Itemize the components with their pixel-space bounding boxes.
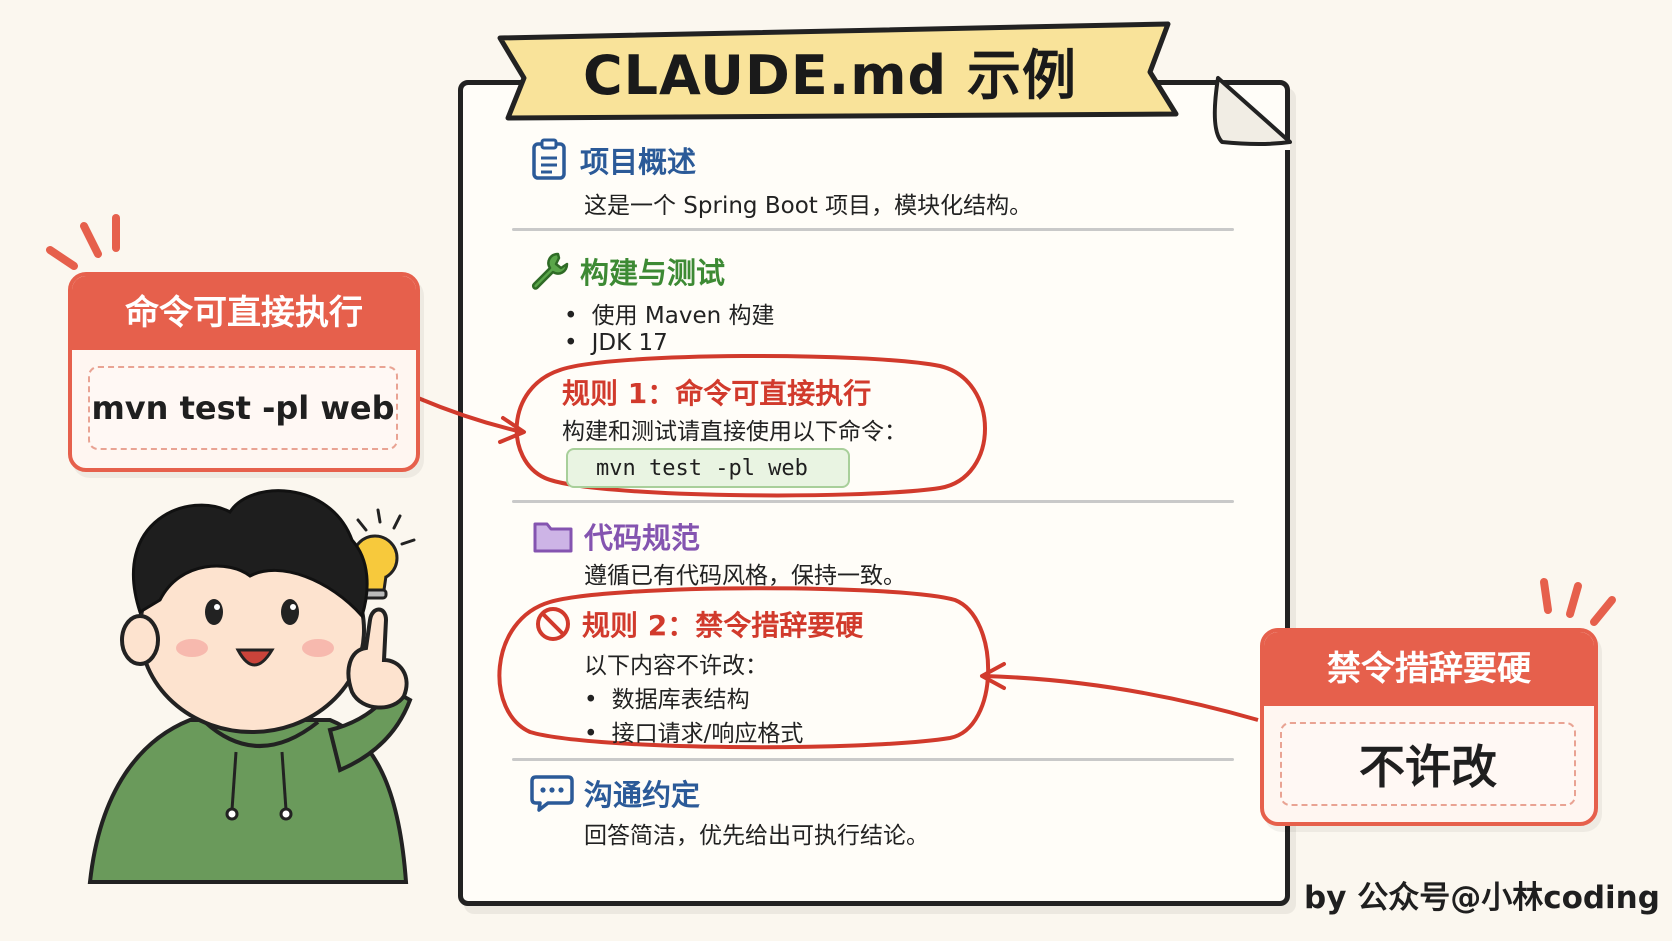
section-overview-title: 项目概述: [530, 138, 696, 182]
callout-left: 命令可直接执行 mvn test -pl web: [68, 272, 420, 472]
section-style-label: 代码规范: [584, 521, 701, 555]
folder-icon: [533, 522, 573, 553]
accent-dashes-right: [1540, 578, 1616, 626]
section-comm-body: 回答简洁，优先给出可执行结论。: [584, 823, 929, 849]
section-comm-label: 沟通约定: [584, 778, 701, 812]
clipboard-icon: [532, 138, 566, 180]
build-item: 使用 Maven 构建: [564, 296, 775, 330]
build-item: JDK 17: [564, 330, 668, 356]
lightbulb-icon: [351, 508, 416, 600]
divider: [512, 500, 1234, 503]
accent-dashes-left: [46, 214, 120, 270]
callout-right-title: 禁令措辞要硬: [1264, 632, 1594, 706]
chat-bubble-icon: [530, 775, 574, 812]
rule2-title: 规则 2：禁令措辞要硬: [534, 604, 863, 644]
banner-title: CLAUDE.md 示例: [583, 43, 1077, 107]
rule2-item: 数据库表结构: [584, 680, 750, 714]
rule1-body: 构建和测试请直接使用以下命令：: [562, 419, 907, 445]
divider: [512, 758, 1234, 761]
wrench-icon: [531, 252, 569, 290]
rule1-code-snippet: mvn test -pl web: [566, 448, 850, 488]
callout-right-content: 不许改: [1280, 722, 1576, 806]
section-comm-title: 沟通约定: [530, 772, 700, 814]
rule2-label: 规则 2：禁令措辞要硬: [582, 609, 864, 642]
section-overview-label: 项目概述: [580, 145, 697, 179]
footer-credit: by 公众号@小林coding: [1304, 880, 1660, 916]
prohibited-icon: [536, 607, 570, 641]
section-build-title: 构建与测试: [528, 250, 725, 292]
rule2-body: 以下内容不许改：: [584, 653, 768, 679]
character-illustration: [87, 489, 413, 884]
rule2-item: 接口请求/响应格式: [584, 714, 804, 748]
section-overview-body: 这是一个 Spring Boot 项目，模块化结构。: [584, 193, 1033, 219]
divider: [512, 228, 1234, 231]
callout-left-content: mvn test -pl web: [88, 366, 398, 450]
section-build-label: 构建与测试: [580, 256, 726, 290]
section-style-body: 遵循已有代码风格，保持一致。: [584, 563, 906, 589]
callout-right: 禁令措辞要硬 不许改: [1260, 628, 1598, 826]
callout-left-title: 命令可直接执行: [72, 276, 416, 350]
section-style-title: 代码规范: [532, 515, 700, 557]
rule1-title: 规则 1：命令可直接执行: [562, 377, 872, 410]
